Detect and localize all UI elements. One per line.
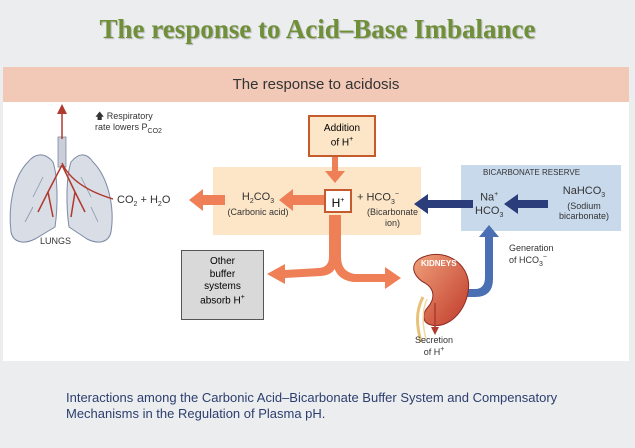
generation-arrow [445, 225, 499, 297]
figure-header: The response to acidosis [3, 67, 629, 102]
slide-title: The response to Acid–Base Imbalance [99, 14, 536, 44]
nahco3-to-na-arrow [504, 194, 548, 214]
figure-panel: The response to acidosis [3, 67, 629, 361]
reserve-to-bicarb-arrow [414, 194, 473, 214]
h-to-kidney-arrow [333, 215, 401, 289]
figure-caption: Interactions among the Carbonic Acid–Bic… [66, 390, 558, 421]
h-ion-box: H+ [324, 189, 352, 213]
bicarbonate-reserve-title: BICARBONATE RESERVE [483, 168, 581, 177]
bicarbonate-ion-label: + HCO3− (Bicarbonate ion) [357, 191, 419, 229]
secretion-label: Secretion of H+ [414, 335, 454, 357]
co2-h2o-label: CO2 + H2O [117, 194, 171, 209]
na-hco3-label: Na+ HCO3 [475, 191, 504, 220]
sodium-bicarbonate-label: NaHCO3 (Sodium bicarbonate) [558, 185, 610, 222]
carbonic-acid-label: H2CO3 (Carbonic acid) [227, 191, 289, 217]
addition-box: Addition of H+ [308, 115, 376, 157]
carbonic-to-co2-arrow [189, 189, 225, 211]
other-buffer-box: Other buffer systems absorb H+ [181, 250, 264, 320]
kidneys-label: KIDNEYS [421, 259, 457, 268]
h-to-carbonic-arrow [279, 189, 325, 211]
addition-arrow [325, 157, 345, 183]
h-to-buffer-arrow [267, 215, 337, 284]
lungs-label: LUNGS [40, 236, 72, 246]
up-arrow-icon: 🡅 [95, 111, 105, 121]
respiratory-note: 🡅 Respiratory rate lowers PCO2 [95, 111, 162, 135]
bicarbonate-reserve-box [461, 165, 621, 231]
diagram-arrows [9, 104, 548, 343]
kidney-illustration [413, 253, 470, 343]
lungs-illustration [9, 136, 113, 243]
generation-label: Generation of HCO3− [509, 243, 554, 268]
